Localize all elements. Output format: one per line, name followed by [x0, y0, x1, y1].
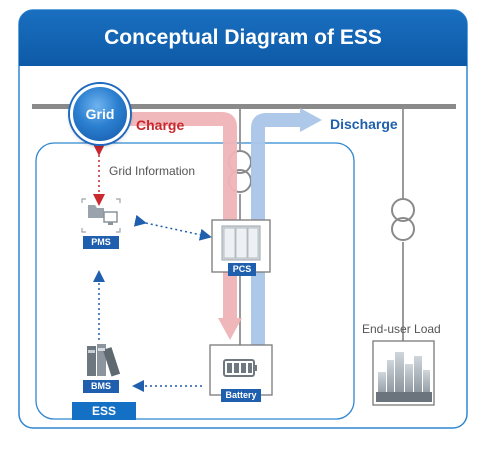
pcs-cabinet-icon: [211, 219, 271, 273]
charge-arrow: [130, 112, 242, 340]
end-user-transformer-icon: [389, 198, 417, 242]
charge-label: Charge: [136, 117, 185, 133]
grid-info-label: Grid Information: [109, 164, 196, 178]
pms-pcs-arrow: [133, 214, 212, 241]
bms-badge: BMS: [83, 380, 119, 393]
discharge-arrow: [251, 108, 322, 345]
pms-badge: PMS: [83, 236, 119, 249]
pcs-badge: PCS: [228, 263, 256, 276]
grid-bus-line: [32, 104, 456, 109]
city-buildings-icon: [372, 340, 435, 406]
pms-computer-icon: [81, 198, 121, 233]
discharge-label: Discharge: [330, 116, 398, 132]
battery-badge: Battery: [221, 389, 261, 402]
ess-frame: [35, 142, 355, 420]
battery-icon: [209, 344, 273, 396]
bms-binders-icon: [87, 344, 121, 377]
end-user-load-label: End-user Load: [362, 322, 441, 336]
ess-label: ESS: [72, 402, 136, 420]
page-title: Conceptual Diagram of ESS: [19, 10, 467, 66]
grid-icon: Grid: [70, 84, 130, 144]
